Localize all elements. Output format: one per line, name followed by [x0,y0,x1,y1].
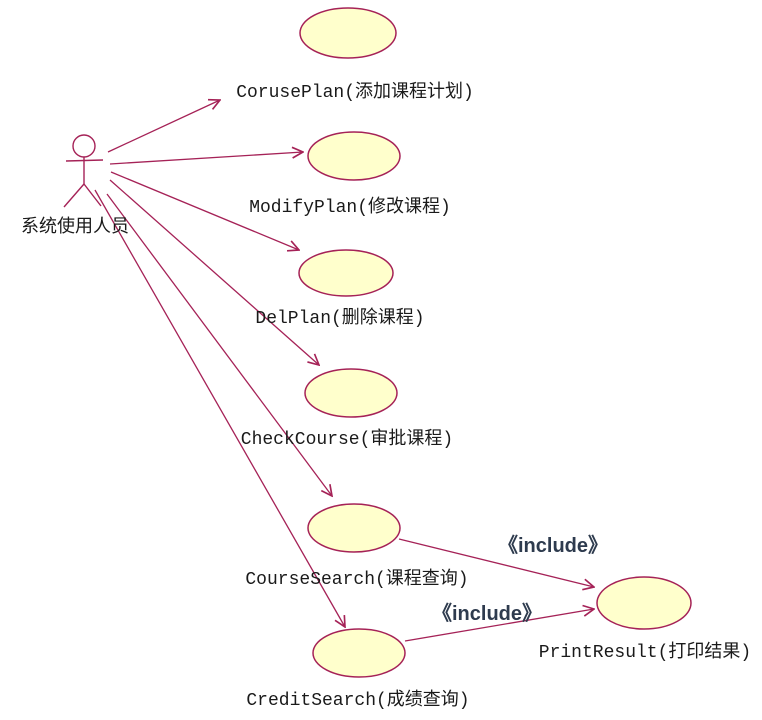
arrow-actor-to-del-plan [110,171,299,250]
actor-leg-right [83,183,102,207]
use-case-label-print-result: PrintResult(打印结果) [538,643,752,663]
use-case-label-modify-plan: ModifyPlan(修改课程) [249,198,451,218]
actor-label: 系统使用人员 [21,218,129,238]
use-case-ellipse-coruse-plan [299,7,397,59]
use-case-ellipse-modify-plan [307,131,401,181]
actor-leg-left [63,183,85,208]
use-case-ellipse-del-plan [298,249,394,297]
arrow-actor-to-modify-plan [109,152,303,165]
use-case-label-del-plan: DelPlan(删除课程) [255,309,425,329]
association-arrows [94,100,345,627]
actor-arms [65,159,104,162]
include-label-credit-search: 《include》 [431,603,543,625]
use-case-ellipses [298,7,692,678]
include-label-course-search: 《include》 [497,535,609,557]
arrow-actor-to-credit-search [94,189,345,627]
arrow-course-search-to-print-result [398,538,594,587]
use-case-label-credit-search: CreditSearch(成绩查询) [246,691,470,711]
use-case-ellipse-print-result [596,576,692,630]
arrow-credit-search-to-print-result [404,609,594,642]
arrow-actor-to-coruse-plan [107,100,220,153]
use-case-ellipse-course-search [307,503,401,553]
use-case-label-check-course: CheckCourse(审批课程) [240,430,454,450]
use-case-ellipse-credit-search [312,628,406,678]
arrow-actor-to-course-search [106,193,332,496]
use-case-label-coruse-plan: CorusePlan(添加课程计划) [236,83,474,103]
arrow-actor-to-check-course [109,179,319,365]
actor-figure [63,134,104,208]
use-case-ellipse-check-course [304,368,398,418]
use-case-label-course-search: CourseSearch(课程查询) [245,570,469,590]
actor-head [72,134,96,158]
include-arrows [398,538,594,642]
